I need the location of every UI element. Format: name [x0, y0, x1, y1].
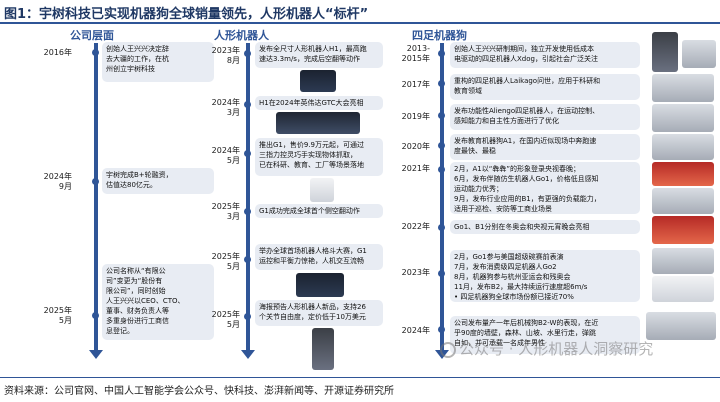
quadruped-event-card: 发布功能性Aliengo四足机器人，在运动控制、感知能力和自主性方面进行了优化 [450, 104, 640, 130]
b2-photo [652, 276, 714, 302]
quadruped-event-date: 2013-2015年 [401, 44, 430, 63]
gtc-robot-lineup-photo [276, 112, 360, 134]
b2-w-photo [646, 312, 716, 340]
company-event-card: 宇树完成B+轮融资，估值达80亿元。 [102, 168, 214, 194]
company-event-card: 公司名称从“有限公司”变更为“股份有限公司”，同时创始人王兴兴以CEO、CTO、… [102, 264, 214, 340]
quadruped-event-date: 2021年 [401, 164, 430, 173]
humanoid-event-card: G1成功完成全球首个侧空翻动作 [255, 204, 383, 218]
go2-photo [652, 248, 714, 274]
timeline-dot [244, 208, 251, 215]
page-title: 图1：宇树科技已实现机器狗全球销量领先，人形机器人“标杆” [4, 7, 369, 22]
quadruped-column-header: 四足机器狗 [408, 27, 471, 43]
company-axis-arrow [89, 350, 103, 359]
timeline-dot [92, 49, 99, 56]
quadruped-event-card: 公司发布量产一年后机械狗B2-W的表现，在近乎90度的墙壁，森林、山坡、水里行走… [450, 316, 640, 354]
timeline-dot [244, 50, 251, 57]
timeline-dot [438, 80, 445, 87]
quadruped-event-date: 2019年 [401, 112, 430, 121]
company-timeline-axis [94, 40, 98, 350]
founder-photo [652, 32, 678, 72]
timeline-dot [244, 256, 251, 263]
robot-fight-photo [296, 273, 344, 297]
company-event-card: 创始人王兴兴决定辞去大疆的工作，在杭州创立宇树科技 [102, 42, 214, 82]
humanoid-column-header: 人形机器人 [210, 27, 273, 43]
humanoid-timeline-axis [246, 40, 250, 350]
timeline-dot [438, 142, 445, 149]
quadruped-event-date: 2017年 [401, 80, 430, 89]
timeline-dot [92, 312, 99, 319]
spring-festival-gala-photo [652, 162, 714, 186]
h1-robot-photo [300, 70, 336, 92]
timeline-dot [438, 112, 445, 119]
watermark: 公众号 · 人形机器人洞察研究 [440, 338, 653, 359]
quadruped-event-card: Go1、B1分别在冬奥会和央视元宵晚会亮相 [450, 220, 640, 234]
winter-olympics-photo [652, 216, 714, 244]
timeline-dot [438, 166, 445, 173]
quadruped-event-card: 发布教育机器狗A1，在国内近似现场中奔跑速度最快、最稳 [450, 134, 640, 160]
timeline-dot [438, 270, 445, 277]
quadruped-event-card: 2月，A1以“犇犇”的形象登录央视春晚；6月，发布伴随仿生机器人Go1，价格低且… [450, 162, 640, 214]
footer-divider [0, 377, 720, 378]
quadruped-event-date: 2020年 [401, 142, 430, 151]
source-note: 资料来源：公司官网、中国人工智能学会公众号、快科技、澎湃新闻等、开源证券研究所 [4, 386, 394, 397]
quadruped-event-date: 2022年 [401, 222, 430, 231]
wechat-icon [440, 341, 456, 358]
aliengo-photo [652, 104, 714, 132]
humanoid-axis-arrow [241, 350, 255, 359]
humanoid-event-card: 发布全尺寸人形机器人H1，最高跑速达3.3m/s，完成后空翻等动作 [255, 42, 383, 68]
g1-robot-photo [310, 178, 334, 202]
quadruped-event-date: 2023年 [401, 268, 430, 277]
quadruped-event-card: 创始人王兴兴研制期间，独立开发使用低成本电驱动的四足机器人Xdog，引起社会广泛… [450, 42, 640, 68]
quadruped-event-card: 重构的四足机器人Laikago问世，应用于科研和教育领域 [450, 74, 640, 100]
timeline-dot [244, 313, 251, 320]
timeline-dot [244, 101, 251, 108]
xdog-photo [682, 40, 716, 68]
humanoid-event-card: H1在2024年英伟达GTC大会亮相 [255, 96, 383, 110]
timeline-dot [438, 50, 445, 57]
timeline-dot [244, 150, 251, 157]
go1-b1-photo [652, 188, 714, 214]
timeline-dot [438, 224, 445, 231]
a1-photo [652, 134, 714, 160]
quadruped-timeline-axis [440, 40, 444, 350]
laikago-photo [652, 74, 714, 102]
timeline-dot [92, 178, 99, 185]
title-divider [0, 22, 720, 24]
quadruped-event-date: 2024年 [401, 326, 430, 335]
company-column-header: 公司层面 [66, 27, 118, 43]
new-humanoid-poster-photo [312, 328, 334, 370]
humanoid-event-card: 推出G1，售价9.9万元起，可通过三指力控灵巧手实现物体抓取，已在科研、教育、工… [255, 138, 383, 176]
company-event-date: 2016年 [43, 48, 72, 57]
timeline-dot [438, 326, 445, 333]
